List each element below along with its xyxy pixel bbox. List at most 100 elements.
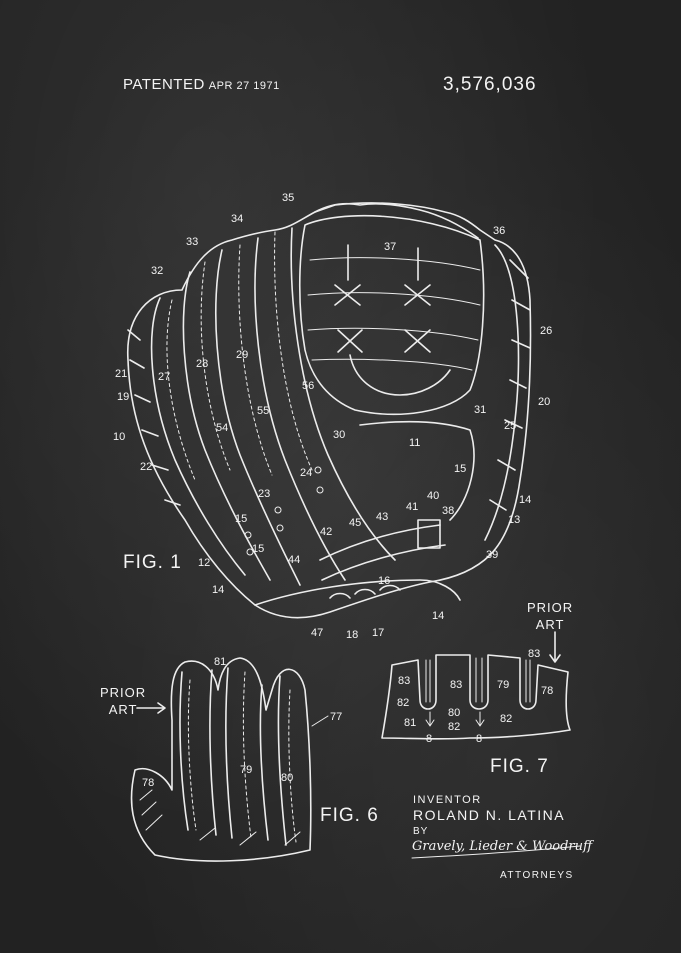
finger-stitching-4: [274, 231, 313, 471]
glove-finger-3: [214, 249, 301, 586]
ref-13: 13: [508, 514, 520, 526]
fig6-caption: FIG. 6: [320, 805, 379, 826]
fig6-finger-c: [225, 667, 233, 839]
ref-15c: 15: [252, 543, 264, 555]
wrist-strap: [319, 524, 446, 581]
ref-43: 43: [376, 511, 388, 523]
patent-number: 3,576,036: [443, 74, 537, 95]
fig6-leader-77: [311, 715, 329, 727]
fig6-hatching: [139, 789, 301, 846]
ref-8a: 8: [426, 733, 432, 745]
fig1-glove-drawing: [127, 202, 532, 619]
prior-art-line1: PRIOR: [100, 685, 147, 700]
ref-14c: 14: [432, 610, 444, 622]
glove-finger-4: [254, 237, 346, 581]
finger-stitching-2: [200, 261, 231, 471]
palm-pocket: [359, 420, 475, 521]
web-lace-x-4: [404, 329, 431, 353]
web-lace-x-2: [404, 284, 431, 306]
ref-78-fig7: 78: [541, 685, 553, 697]
ref-17: 17: [372, 627, 384, 639]
glove-finger-2: [182, 271, 271, 581]
ref-47: 47: [311, 627, 323, 639]
ref-81-fig7: 81: [404, 717, 416, 729]
fig6-finger-d: [259, 684, 269, 841]
ref-32: 32: [151, 265, 163, 277]
ref-21: 21: [115, 368, 127, 380]
side-lacing: [127, 329, 181, 506]
fig6-finger-a: [179, 671, 189, 831]
web-band-2: [307, 292, 481, 306]
ref-34: 34: [231, 213, 243, 225]
finger-stitching-3: [238, 244, 273, 476]
ref-18: 18: [346, 629, 358, 641]
ref-42: 42: [320, 526, 332, 538]
finger-holes: [244, 466, 324, 556]
prior-art-line2: ART: [535, 617, 565, 632]
ref-38: 38: [442, 505, 454, 517]
thumb-lacing: [489, 259, 531, 511]
ref-27: 27: [158, 371, 170, 383]
ref-14b: 14: [212, 584, 224, 596]
ref-82b: 82: [500, 713, 512, 725]
ref-45: 45: [349, 517, 361, 529]
web-band-4: [311, 358, 473, 371]
ref-24: 24: [300, 467, 312, 479]
glove-web: [298, 214, 485, 415]
ref-80-fig6: 80: [281, 772, 293, 784]
patent-date: APR 27 1971: [208, 80, 280, 92]
ref-10: 10: [113, 431, 125, 443]
fig6-stitch: [187, 671, 297, 843]
ref-39: 39: [486, 549, 498, 561]
fig7-inner-loops: [425, 657, 531, 703]
ref-22: 22: [140, 461, 152, 473]
fig7-prior-art-drawing: 83 83 83 79 78 82 80 82 81 82 8 8: [381, 631, 571, 745]
ref-83b: 83: [398, 675, 410, 687]
ref-12: 12: [198, 557, 210, 569]
ref-28: 28: [196, 358, 208, 370]
ref-8b: 8: [476, 733, 482, 745]
ref-33: 33: [186, 236, 198, 248]
ref-14a: 14: [519, 494, 531, 506]
heel-binding: [254, 579, 461, 606]
ref-80-fig7: 80: [448, 707, 460, 719]
ref-82a: 82: [397, 697, 409, 709]
glove-outline: [127, 202, 532, 619]
inventor-label: INVENTOR: [413, 794, 482, 806]
ref-55: 55: [257, 405, 269, 417]
web-band-3: [307, 327, 479, 341]
ref-15b: 15: [235, 513, 247, 525]
fig7-caption: FIG. 7: [490, 756, 549, 777]
fig7-outline: [381, 654, 571, 740]
ref-40: 40: [427, 490, 439, 502]
fig1-reference-numerals: 35 34 33 32 36 37 26 21 28 29 27 19 20 5…: [113, 192, 552, 641]
ref-30: 30: [333, 429, 345, 441]
fig7-arrow-8b: [475, 711, 485, 727]
ref-16: 16: [378, 575, 390, 587]
web-top-lacing: [314, 202, 479, 239]
signature-flourish: [411, 845, 581, 859]
ref-35: 35: [282, 192, 294, 204]
ref-37: 37: [384, 241, 396, 253]
fig6-prior-arrow: [136, 702, 166, 714]
ref-44: 44: [288, 554, 300, 566]
fig6-finger-b: [209, 669, 217, 836]
attorney-signature: Gravely, Lieder & Woodruff: [412, 839, 593, 854]
ref-83a: 83: [528, 648, 540, 660]
ref-77: 77: [330, 711, 342, 723]
ref-31: 31: [474, 404, 486, 416]
prior-art-label-fig6: PRIOR ART: [100, 684, 146, 718]
ref-25: 25: [504, 420, 516, 432]
ref-83c: 83: [450, 679, 462, 691]
ref-79-fig6: 79: [240, 764, 252, 776]
inventor-name: ROLAND N. LATINA: [413, 807, 566, 823]
web-lace-x-1: [334, 284, 361, 306]
wrist-buckle: [417, 519, 441, 549]
ref-23: 23: [258, 488, 270, 500]
attorneys-label: ATTORNEYS: [500, 870, 574, 881]
by-label: BY: [413, 826, 429, 837]
ref-78-fig6: 78: [142, 777, 154, 789]
ref-19: 19: [117, 391, 129, 403]
